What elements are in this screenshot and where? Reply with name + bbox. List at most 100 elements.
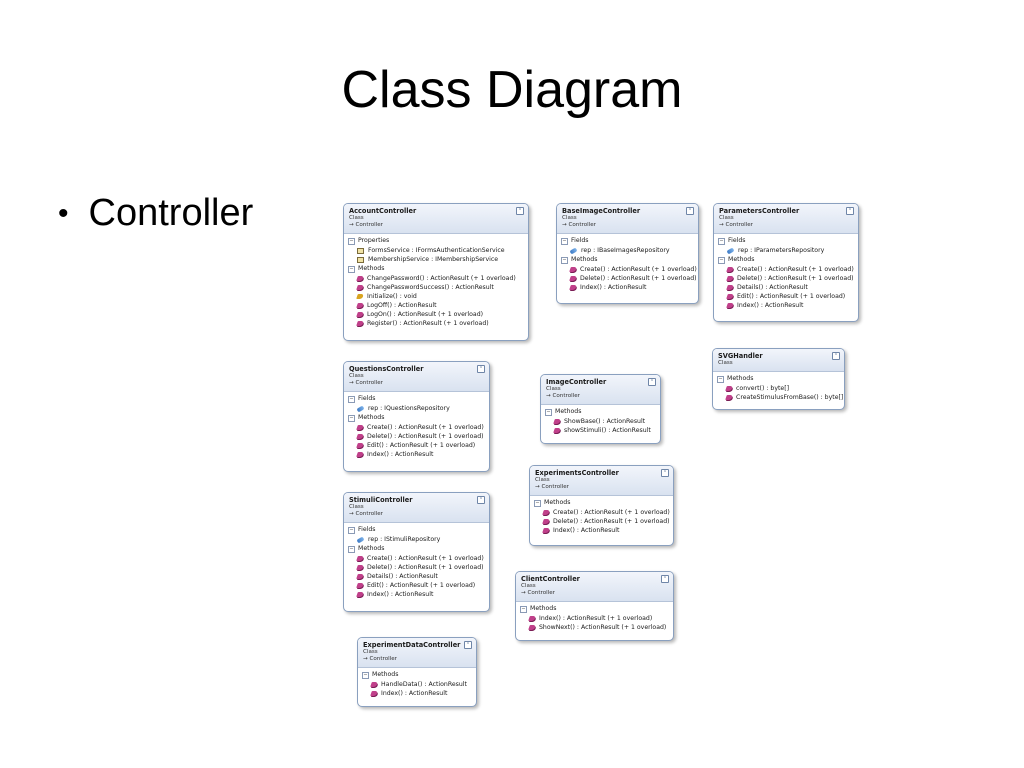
methods-section-label[interactable]: −Methods: [545, 408, 582, 416]
method-row: ShowNext() : ActionResult (+ 1 overload): [516, 623, 673, 632]
method-icon: [356, 452, 364, 457]
field-icon: [726, 247, 735, 254]
class-header: ClientController Class → Controller ⌃: [516, 572, 673, 602]
class-box-stimuli-controller[interactable]: StimuliController Class → Controller ⌃ −…: [343, 492, 490, 612]
class-box-svg-handler[interactable]: SVGHandler Class ⌃ −Methods convert() : …: [712, 348, 845, 410]
method-icon: [356, 285, 364, 290]
method-icon: [553, 419, 561, 424]
class-base: → Controller: [546, 393, 580, 399]
methods-section-label[interactable]: −Methods: [348, 545, 385, 553]
class-header: ParametersController Class → Controller …: [714, 204, 858, 234]
collapse-icon[interactable]: ⌃: [477, 496, 485, 504]
class-header: BaseImageController Class → Controller ⌃: [557, 204, 698, 234]
class-base: → Controller: [562, 222, 596, 228]
minus-icon[interactable]: −: [520, 605, 527, 613]
class-base: → Controller: [719, 222, 753, 228]
class-kind: Class: [363, 649, 378, 655]
class-box-parameters-controller[interactable]: ParametersController Class → Controller …: [713, 203, 859, 322]
fields-section-label[interactable]: −Fields: [348, 526, 376, 534]
method-icon: [356, 556, 364, 561]
collapse-icon[interactable]: ⌃: [464, 641, 472, 649]
collapse-icon[interactable]: ⌃: [661, 575, 669, 583]
method-icon: [569, 276, 577, 281]
minus-icon[interactable]: −: [718, 237, 725, 245]
property-icon: [357, 247, 364, 254]
class-box-experiments-controller[interactable]: ExperimentsController Class → Controller…: [529, 465, 674, 546]
method-icon: [356, 434, 364, 439]
class-box-questions-controller[interactable]: QuestionsController Class → Controller ⌃…: [343, 361, 490, 472]
method-row: ShowBase() : ActionResult: [541, 417, 660, 426]
method-icon: [569, 267, 577, 272]
methods-section-label[interactable]: −Methods: [362, 671, 399, 679]
class-header: ImageController Class → Controller ⌃: [541, 375, 660, 405]
minus-icon[interactable]: −: [545, 408, 552, 416]
collapse-icon[interactable]: ⌃: [832, 352, 840, 360]
methods-section-label[interactable]: −Methods: [348, 414, 385, 422]
fields-section-label[interactable]: −Fields: [561, 237, 589, 245]
class-header: SVGHandler Class ⌃: [713, 349, 844, 372]
methods-section-label[interactable]: −Methods: [718, 256, 755, 264]
fields-section-label[interactable]: −Fields: [348, 395, 376, 403]
minus-icon[interactable]: −: [561, 237, 568, 245]
class-box-account-controller[interactable]: AccountController Class → Controller ⌃ −…: [343, 203, 529, 341]
class-base: → Controller: [349, 222, 383, 228]
minus-icon[interactable]: −: [348, 526, 355, 534]
collapse-icon[interactable]: ⌃: [648, 378, 656, 386]
method-icon: [726, 294, 734, 299]
methods-section-label[interactable]: −Methods: [717, 375, 754, 383]
class-name: ParametersController: [719, 207, 800, 215]
method-icon: [542, 510, 550, 515]
collapse-icon[interactable]: ⌃: [846, 207, 854, 215]
property-icon: [357, 256, 364, 263]
minus-icon[interactable]: −: [534, 499, 541, 507]
method-row: Edit() : ActionResult (+ 1 overload): [344, 441, 489, 450]
minus-icon[interactable]: −: [348, 395, 355, 403]
methods-section-label[interactable]: −Methods: [520, 605, 557, 613]
method-row: Create() : ActionResult (+ 1 overload): [714, 265, 858, 274]
class-box-base-image-controller[interactable]: BaseImageController Class → Controller ⌃…: [556, 203, 699, 304]
minus-icon[interactable]: −: [718, 256, 725, 264]
method-icon: [356, 321, 364, 326]
class-name: StimuliController: [349, 496, 413, 504]
class-kind: Class: [535, 477, 550, 483]
class-base: → Controller: [363, 656, 397, 662]
collapse-icon[interactable]: ⌃: [516, 207, 524, 215]
collapse-icon[interactable]: ⌃: [477, 365, 485, 373]
class-box-client-controller[interactable]: ClientController Class → Controller ⌃ −M…: [515, 571, 674, 641]
minus-icon[interactable]: −: [348, 237, 355, 245]
minus-icon[interactable]: −: [561, 256, 568, 264]
class-base: → Controller: [349, 380, 383, 386]
class-kind: Class: [719, 215, 734, 221]
method-row: Index() : ActionResult: [714, 301, 858, 310]
minus-icon[interactable]: −: [717, 375, 724, 383]
class-header: ExperimentsController Class → Controller…: [530, 466, 673, 496]
method-row: Delete() : ActionResult (+ 1 overload): [530, 517, 673, 526]
class-name: QuestionsController: [349, 365, 424, 373]
bullet-icon: •: [58, 196, 69, 230]
minus-icon[interactable]: −: [362, 671, 369, 679]
minus-icon[interactable]: −: [348, 545, 355, 553]
class-name: ImageController: [546, 378, 607, 386]
method-row: LogOn() : ActionResult (+ 1 overload): [344, 310, 528, 319]
methods-section-label[interactable]: −Methods: [534, 499, 571, 507]
method-row: Register() : ActionResult (+ 1 overload): [344, 319, 528, 328]
class-name: ExperimentDataController: [363, 641, 461, 649]
minus-icon[interactable]: −: [348, 265, 355, 273]
class-base: → Controller: [349, 511, 383, 517]
class-box-image-controller[interactable]: ImageController Class → Controller ⌃ −Me…: [540, 374, 661, 444]
collapse-icon[interactable]: ⌃: [686, 207, 694, 215]
field-row: rep : IParametersRepository: [714, 246, 858, 255]
methods-section-label[interactable]: −Methods: [561, 256, 598, 264]
method-icon: [542, 528, 550, 533]
class-kind: Class: [521, 583, 536, 589]
property-row: FormsService : IFormsAuthenticationServi…: [344, 246, 528, 255]
method-icon: [726, 285, 734, 290]
minus-icon[interactable]: −: [348, 414, 355, 422]
collapse-icon[interactable]: ⌃: [661, 469, 669, 477]
class-name: AccountController: [349, 207, 417, 215]
class-box-experiment-data-controller[interactable]: ExperimentDataController Class → Control…: [357, 637, 477, 707]
fields-section-label[interactable]: −Fields: [718, 237, 746, 245]
field-row: rep : IBaseImagesRepository: [557, 246, 698, 255]
methods-section-label[interactable]: −Methods: [348, 265, 385, 273]
properties-section-label[interactable]: −Properties: [348, 237, 390, 245]
